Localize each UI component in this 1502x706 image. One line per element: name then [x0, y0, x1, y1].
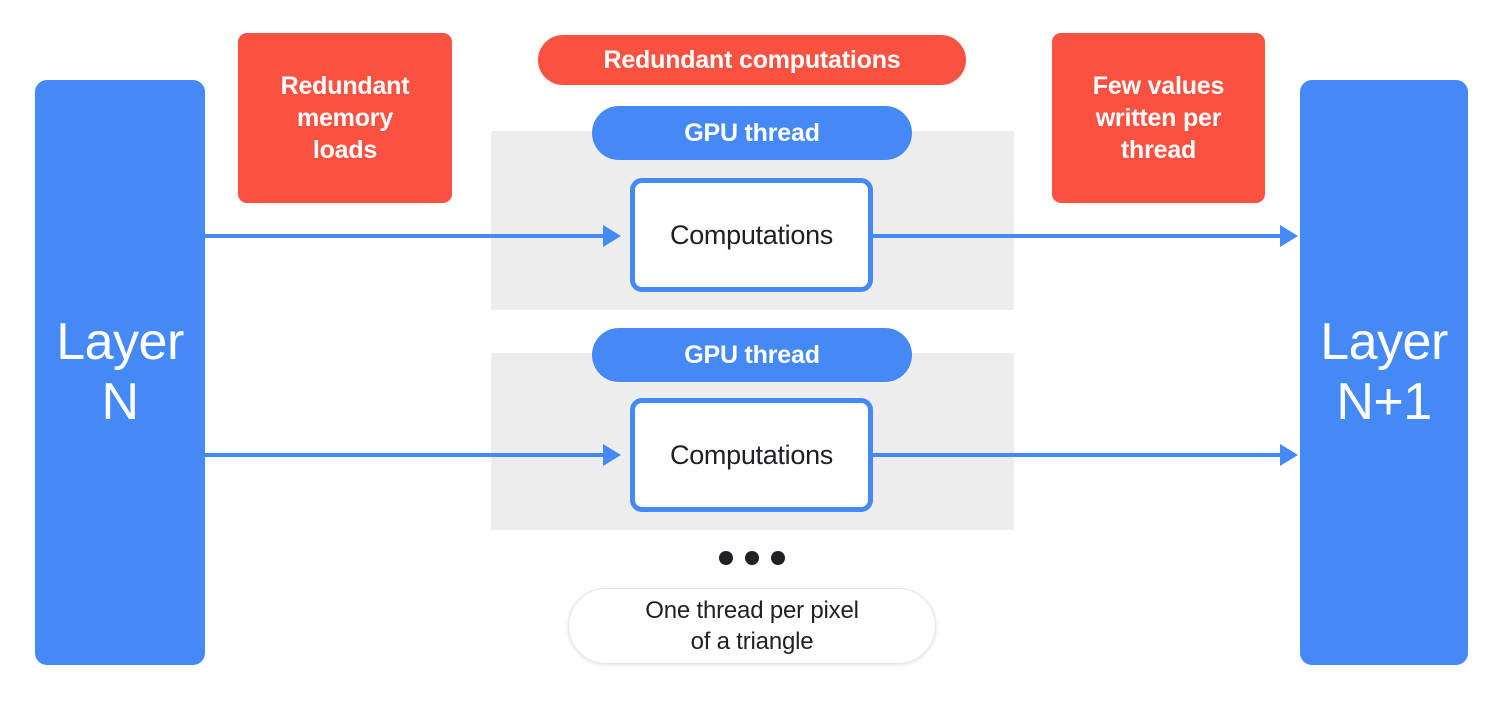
- layer-n-plus-1-block: Layer N+1: [1300, 80, 1468, 665]
- arrow-thread-2-to-layer-n1-head: [1280, 444, 1298, 466]
- computations-box-1: Computations: [630, 178, 873, 292]
- arrow-layer-n-to-thread-1-line: [205, 234, 605, 238]
- ellipsis-dot: [771, 551, 785, 565]
- arrow-layer-n-to-thread-2-head: [603, 444, 621, 466]
- callout-redundant-computations: Redundant computations: [538, 35, 966, 85]
- gpu-thread-pill-2: GPU thread: [592, 328, 912, 382]
- arrow-thread-1-to-layer-n1-line: [873, 234, 1282, 238]
- ellipsis-dots: [719, 551, 785, 565]
- arrow-thread-2-to-layer-n1-line: [873, 453, 1282, 457]
- ellipsis-dot: [745, 551, 759, 565]
- layer-n-block: Layer N: [35, 80, 205, 665]
- caption-one-thread-per-pixel: One thread per pixel of a triangle: [568, 588, 936, 664]
- computations-box-2: Computations: [630, 398, 873, 512]
- arrow-layer-n-to-thread-2-line: [205, 453, 605, 457]
- ellipsis-dot: [719, 551, 733, 565]
- callout-few-values-written-per-thread: Few values written per thread: [1052, 33, 1265, 203]
- arrow-thread-1-to-layer-n1-head: [1280, 225, 1298, 247]
- gpu-thread-pill-1: GPU thread: [592, 106, 912, 160]
- callout-redundant-memory-loads: Redundant memory loads: [238, 33, 452, 203]
- arrow-layer-n-to-thread-1-head: [603, 225, 621, 247]
